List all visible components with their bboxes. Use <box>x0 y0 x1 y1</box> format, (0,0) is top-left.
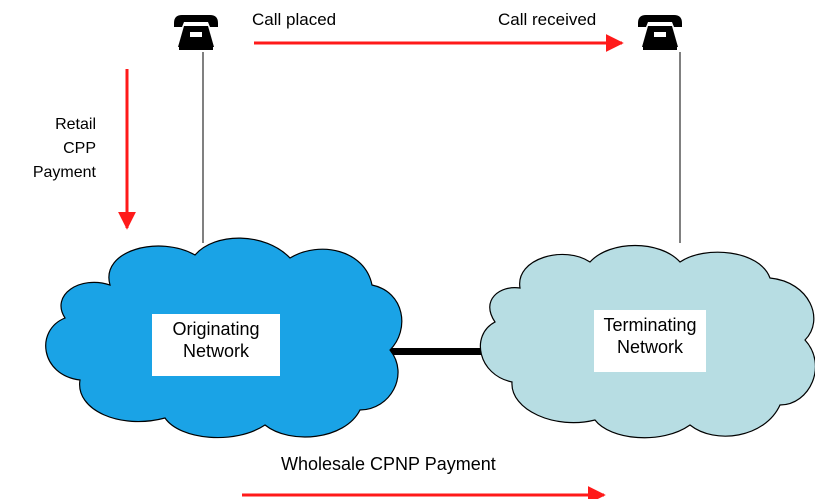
telephone-icon <box>174 15 218 50</box>
interconnect-link <box>380 348 492 355</box>
call-received-label: Call received <box>498 10 597 29</box>
originating-network-line1: Originating <box>172 319 260 339</box>
call-placed-label: Call placed <box>252 10 337 29</box>
terminating-network-line2: Network <box>616 337 683 357</box>
telephone-icon <box>638 15 682 50</box>
terminating-network-box: Terminating Network <box>594 310 706 372</box>
retail-payment-label: Retail CPP Payment <box>32 116 96 181</box>
wholesale-payment-label: Wholesale CPNP Payment <box>281 454 496 474</box>
originating-network-line2: Network <box>182 341 249 361</box>
terminating-network-line1: Terminating <box>603 315 697 335</box>
originating-network-box: Originating Network <box>152 314 280 376</box>
